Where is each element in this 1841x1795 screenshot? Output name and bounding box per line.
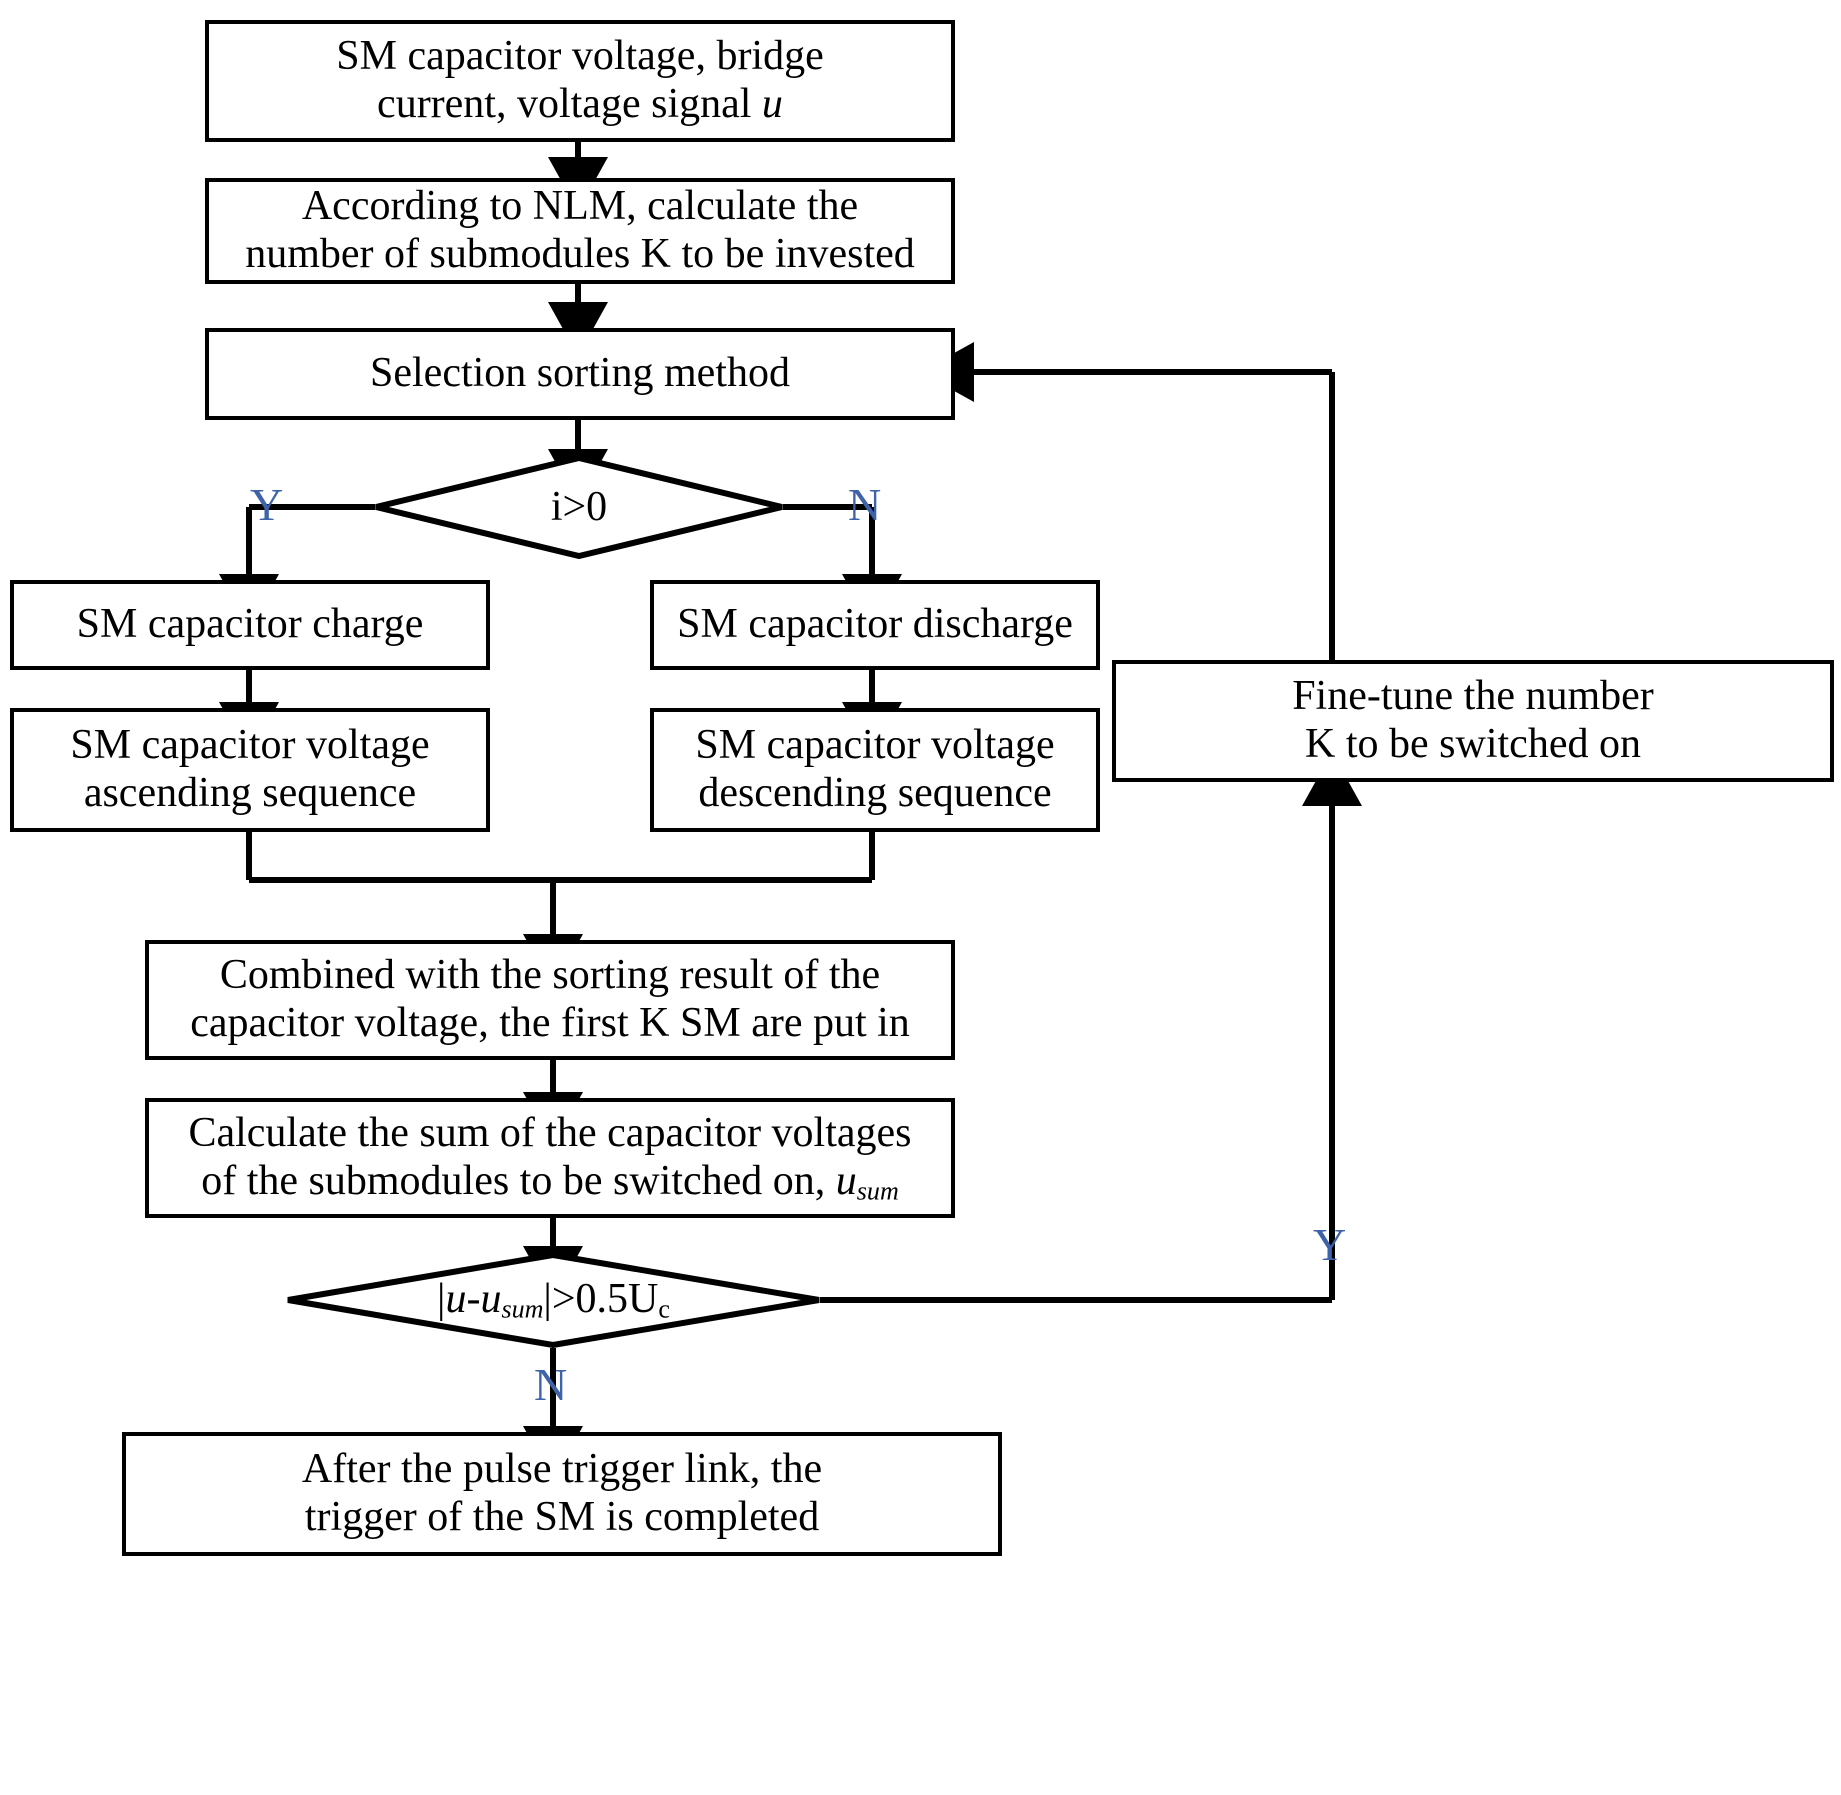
branch-label-yes-current: Y xyxy=(250,479,284,530)
branch-label-no-error: N xyxy=(534,1359,568,1410)
node-finetune-line1: Fine-tune the number xyxy=(1292,673,1654,720)
node-calculate-sum: Calculate the sum of the capacitor volta… xyxy=(145,1098,955,1218)
node-nlm-line1: According to NLM, calculate the xyxy=(301,183,859,230)
node-descending-line2: descending sequence xyxy=(698,770,1052,816)
node-ascending-line1: SM capacitor voltage xyxy=(70,722,430,769)
node-sum-line1: Calculate the sum of the capacitor volta… xyxy=(188,1109,912,1156)
branch-label-yes-error: Y xyxy=(1313,1219,1347,1270)
node-ascending-line2: ascending sequence xyxy=(83,770,417,816)
decision-voltage-error: |u-usum|>0.5Uc xyxy=(285,1252,822,1348)
node-selection-sorting: Selection sorting method xyxy=(205,328,955,420)
node-combine-sorting-result: Combined with the sorting result of the … xyxy=(145,940,955,1060)
node-sm-capacitor-charge: SM capacitor charge xyxy=(10,580,490,670)
node-start-line1: SM capacitor voltage, bridge xyxy=(336,33,824,80)
node-selection-sorting-label: Selection sorting method xyxy=(370,350,790,397)
node-start-line2: current, voltage signal u xyxy=(377,81,783,127)
node-nlm: According to NLM, calculate the number o… xyxy=(205,178,955,284)
node-sm-capacitor-discharge: SM capacitor discharge xyxy=(650,580,1100,670)
node-fine-tune-k: Fine-tune the number K to be switched on xyxy=(1112,660,1834,782)
node-sum-line2: of the submodules to be switched on, usu… xyxy=(201,1157,899,1206)
branch-label-no-current: N xyxy=(848,479,882,530)
node-pulse-trigger-complete: After the pulse trigger link, the trigge… xyxy=(122,1432,1002,1556)
node-start: SM capacitor voltage, bridge current, vo… xyxy=(205,20,955,142)
decision-current-positive: i>0 xyxy=(373,455,785,559)
node-nlm-line2: number of submodules K to be invested xyxy=(245,231,915,277)
node-combine-line2: capacitor voltage, the first K SM are pu… xyxy=(190,1000,910,1046)
node-descending-sequence: SM capacitor voltage descending sequence xyxy=(650,708,1100,832)
node-ascending-sequence: SM capacitor voltage ascending sequence xyxy=(10,708,490,832)
node-end-line1: After the pulse trigger link, the xyxy=(301,1446,823,1493)
node-combine-line1: Combined with the sorting result of the xyxy=(219,952,881,999)
node-discharge-label: SM capacitor discharge xyxy=(677,601,1073,648)
node-finetune-line2: K to be switched on xyxy=(1305,721,1641,767)
node-descending-line1: SM capacitor voltage xyxy=(695,722,1055,769)
var-u: u xyxy=(761,81,783,127)
node-end-line2: trigger of the SM is completed xyxy=(304,1494,820,1540)
node-charge-label: SM capacitor charge xyxy=(76,601,424,648)
subscript-sum: sum xyxy=(856,1176,899,1206)
var-u-sum: u xyxy=(835,1157,857,1204)
